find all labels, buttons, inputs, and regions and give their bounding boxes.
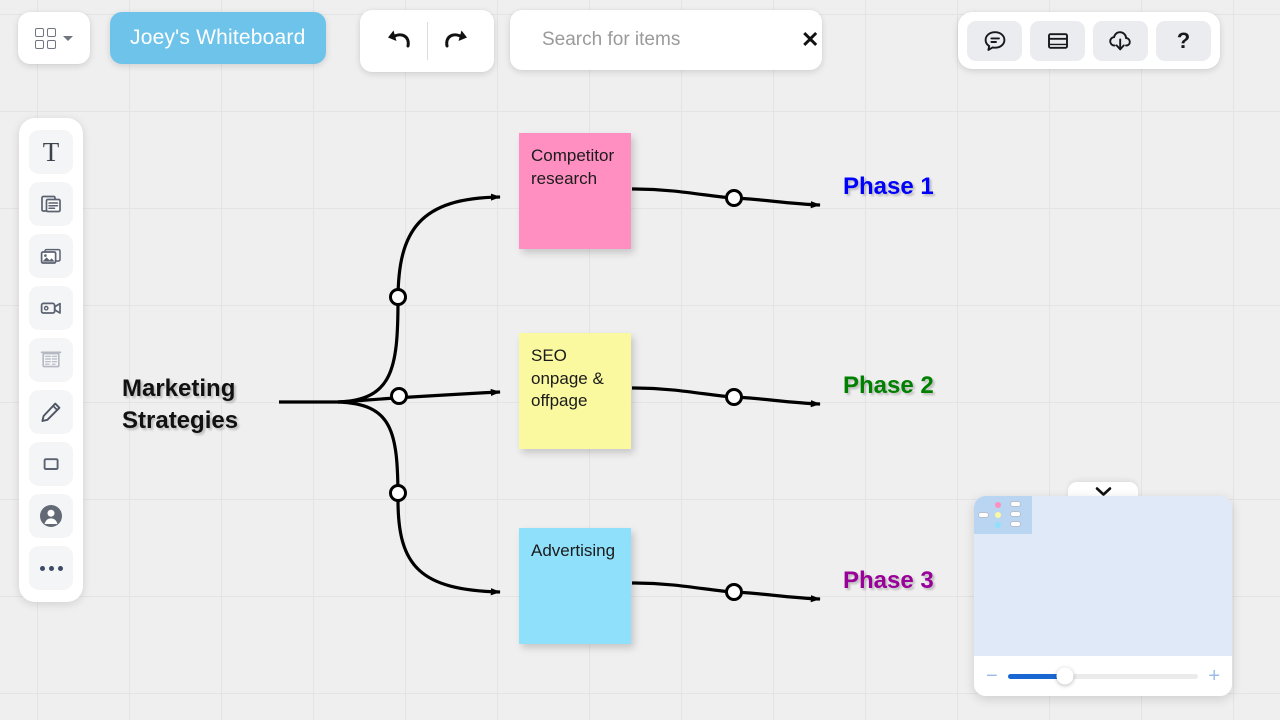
minimap-node-advertising: [995, 522, 1001, 528]
undo-button[interactable]: [371, 10, 427, 72]
board-title[interactable]: Joey's Whiteboard: [110, 12, 326, 64]
comment-bubble-icon: [984, 30, 1005, 51]
search-clear-button[interactable]: ✕: [801, 27, 820, 52]
image-gallery-icon: [40, 248, 61, 264]
sidebar-item-text[interactable]: T: [29, 130, 73, 174]
minimap-node-seo: [995, 512, 1001, 518]
sidebar-item-profile[interactable]: [29, 494, 73, 538]
sticky-notes-icon: [41, 195, 61, 213]
sidebar-item-video[interactable]: [29, 286, 73, 330]
node-phase-3[interactable]: Phase 3: [843, 567, 934, 594]
more-dots-icon: [39, 565, 63, 571]
person-avatar-icon: [40, 505, 62, 527]
video-camera-icon: [40, 302, 61, 314]
sticky-note-text: Advertising: [531, 541, 616, 560]
presentation-board-icon: [40, 351, 62, 368]
comment-button[interactable]: [967, 20, 1022, 61]
zoom-out-button[interactable]: −: [986, 665, 998, 687]
zoom-slider-track[interactable]: [1007, 667, 1199, 685]
node-marketing-strategies[interactable]: Marketing Strategies: [122, 373, 238, 437]
history-toolbar: [360, 10, 494, 72]
redo-arrow-icon: [444, 30, 467, 48]
sticky-note-text: Competitor research: [531, 146, 615, 188]
sticky-note-seo[interactable]: SEO onpage & offpage: [519, 333, 631, 449]
sticky-note-text: SEO onpage & offpage: [531, 346, 604, 411]
sidebar-item-shape[interactable]: [29, 442, 73, 486]
grid-menu-icon: [35, 27, 56, 49]
text-tool-icon: T: [42, 136, 60, 167]
download-button[interactable]: [1093, 20, 1148, 61]
tool-rail: T: [19, 118, 83, 602]
sidebar-item-pen[interactable]: [29, 390, 73, 434]
question-mark-icon: ?: [1176, 27, 1191, 53]
minimap-panel[interactable]: − +: [974, 496, 1232, 696]
minimap-viewport-rect[interactable]: [974, 496, 1032, 534]
toolbar-divider: [426, 22, 428, 60]
root-label-line-1: Marketing: [122, 375, 236, 402]
pencil-icon: [41, 402, 61, 422]
sidebar-item-presentation[interactable]: [29, 338, 73, 382]
minimap-node-competitor: [995, 502, 1001, 508]
zoom-control: − +: [974, 656, 1232, 696]
sidebar-item-more[interactable]: [29, 546, 73, 590]
help-button[interactable]: ?: [1156, 20, 1211, 61]
square-shape-icon: [43, 458, 59, 470]
zoom-slider-knob[interactable]: [1056, 667, 1074, 685]
frame-button[interactable]: [1030, 20, 1085, 61]
minimap-canvas[interactable]: [974, 496, 1232, 656]
right-toolbar: ?: [958, 12, 1220, 69]
zoom-slider-fill: [1007, 673, 1065, 679]
sidebar-item-sticky-notes[interactable]: [29, 182, 73, 226]
minimap-node-phase3: [1010, 521, 1021, 527]
minimap-node-phase2: [1010, 511, 1021, 517]
board-menu-button[interactable]: [18, 12, 90, 64]
minimap-node-phase1: [1010, 501, 1021, 507]
redo-button[interactable]: [428, 10, 484, 72]
browser-window-icon: [1047, 32, 1068, 49]
node-phase-2[interactable]: Phase 2: [843, 372, 934, 399]
chevron-down-icon: [1095, 487, 1111, 496]
root-label-line-2: Strategies: [122, 406, 239, 434]
chevron-down-icon: [63, 35, 73, 41]
sticky-note-competitor-research[interactable]: Competitor research: [519, 133, 631, 249]
cloud-download-icon: [1109, 30, 1131, 50]
sidebar-item-images[interactable]: [29, 234, 73, 278]
minimap-node-root: [978, 512, 989, 518]
zoom-in-button[interactable]: +: [1208, 665, 1220, 687]
sticky-note-advertising[interactable]: Advertising: [519, 528, 631, 644]
undo-arrow-icon: [387, 30, 410, 48]
search-input[interactable]: [542, 29, 787, 51]
node-phase-1[interactable]: Phase 1: [843, 173, 934, 200]
search-bar[interactable]: ✕: [510, 10, 822, 70]
